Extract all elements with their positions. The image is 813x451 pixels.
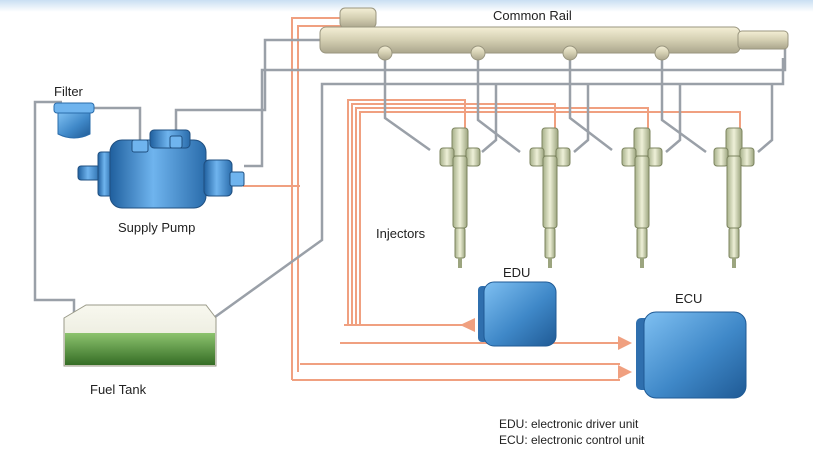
pump-valve-connector <box>229 171 245 187</box>
label-common-rail: Common Rail <box>493 8 572 23</box>
fuel-filter <box>53 102 95 139</box>
tank-to-filter-pipe <box>33 100 76 318</box>
common-rail <box>319 7 789 61</box>
injector-1 <box>439 127 481 268</box>
fuel-tank <box>63 304 217 367</box>
injector-4-return <box>757 84 774 153</box>
rail-port-1 <box>377 45 393 61</box>
injector-2-return <box>573 84 590 153</box>
pump-body <box>109 139 207 209</box>
legend-ecu: ECU: electronic control unit <box>499 433 645 447</box>
ecu-box <box>643 311 747 399</box>
injector-3-return <box>665 84 682 153</box>
tank-fuel-level <box>65 333 215 365</box>
supply-pump <box>77 129 245 209</box>
label-supply-pump: Supply Pump <box>118 220 195 235</box>
tank-return-pipe <box>207 58 785 324</box>
pump-control-valve <box>203 159 233 197</box>
pump-to-rail-pipe <box>174 38 322 145</box>
rail-to-injector-1 <box>383 57 431 152</box>
edu-unit <box>478 281 557 347</box>
label-filter: Filter <box>54 84 84 99</box>
injector-1-signal <box>347 99 466 325</box>
label-injectors: Injectors <box>376 226 426 241</box>
pump-drive-shaft <box>77 165 101 181</box>
ecu-unit <box>636 311 747 399</box>
rail-port-4 <box>654 45 670 61</box>
pump-inlet <box>131 139 149 153</box>
rail-port-3 <box>562 45 578 61</box>
label-ecu: ECU <box>675 291 702 306</box>
edu-box <box>483 281 557 347</box>
pump-outlet <box>169 135 183 149</box>
rail-pressure-sensor <box>339 7 377 29</box>
wire-bundle-left <box>291 17 352 380</box>
rail-to-injector-2 <box>476 57 521 153</box>
rail-port-2 <box>470 45 486 61</box>
ecu-arrow-2 <box>618 365 632 379</box>
injector-2 <box>529 127 571 268</box>
rail-to-injector-4 <box>660 57 707 154</box>
legend-edu: EDU: electronic driver unit <box>499 417 639 431</box>
filter-cap <box>53 102 95 114</box>
wire-bundle-left-2 <box>297 25 352 372</box>
label-fuel-tank: Fuel Tank <box>90 382 147 397</box>
injector-4 <box>713 127 755 268</box>
edu-arrow <box>460 318 475 332</box>
injector-4-signal <box>359 111 741 325</box>
label-edu: EDU <box>503 265 530 280</box>
rail-to-injector-3 <box>568 57 613 151</box>
ecu-arrow-1 <box>618 336 632 350</box>
filter-bowl <box>57 112 91 139</box>
injector-2-signal <box>351 103 556 325</box>
top-decor-strip <box>0 0 813 12</box>
pressure-limiter <box>737 30 789 50</box>
injector-1-return <box>481 84 498 153</box>
injector-3 <box>621 127 663 268</box>
injector-3-signal <box>355 107 649 325</box>
